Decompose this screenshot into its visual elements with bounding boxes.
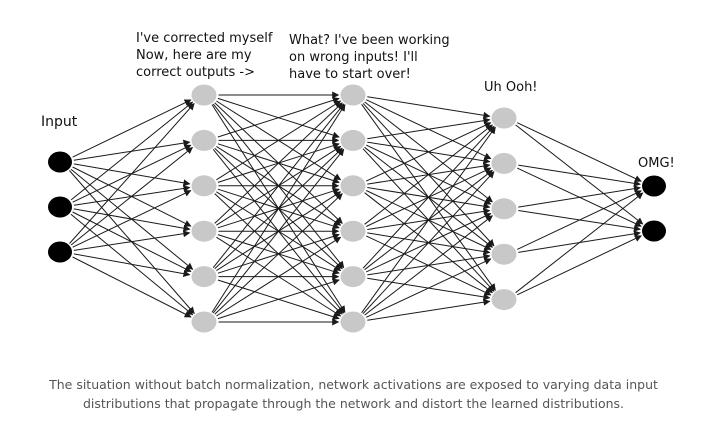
- figure-caption: The situation without batch normalizatio…: [20, 375, 687, 413]
- connection-arrow: [367, 117, 491, 140]
- output-node: [642, 175, 666, 197]
- connection-arrow: [212, 148, 345, 314]
- hidden1-node: [191, 266, 217, 288]
- connection-edges: [69, 91, 644, 326]
- hidden3-node: [491, 243, 517, 265]
- hidden3-node: [491, 152, 517, 174]
- connection-arrow: [365, 258, 492, 318]
- connection-arrow: [70, 101, 194, 201]
- connection-arrow: [214, 193, 343, 315]
- hidden2-node: [340, 311, 366, 333]
- connection-arrow: [361, 126, 496, 314]
- output-node: [642, 220, 666, 242]
- hidden2-node: [340, 220, 366, 242]
- connection-arrow: [518, 185, 641, 208]
- input-node: [48, 196, 72, 218]
- layer2-annotation-line: What? I've been working: [289, 33, 450, 48]
- connection-arrow: [362, 171, 495, 315]
- layer2-annotation-line: on wrong inputs! I'll: [289, 50, 418, 65]
- input-node: [48, 151, 72, 173]
- connection-arrow: [214, 102, 343, 224]
- connection-arrow: [212, 103, 345, 269]
- connection-arrow: [72, 190, 192, 248]
- connection-arrow: [367, 298, 491, 321]
- connection-arrow: [211, 104, 346, 313]
- connection-arrow: [216, 100, 342, 181]
- layer2-annotation: What? I've been working on wrong inputs!…: [289, 32, 450, 83]
- connection-arrow: [69, 102, 195, 244]
- connection-arrow: [515, 192, 644, 294]
- connection-arrow: [364, 215, 493, 316]
- layer1-annotation-line: Now, here are my: [136, 48, 252, 63]
- input-node: [48, 241, 72, 263]
- hidden2-node: [340, 175, 366, 197]
- layer2-annotation-line: have to start over!: [289, 67, 411, 82]
- hidden1-node: [191, 311, 217, 333]
- layer3-annotation: Uh Ooh!: [484, 80, 538, 95]
- hidden1-node: [191, 129, 217, 151]
- connection-arrow: [516, 190, 642, 250]
- hidden3-node: [491, 107, 517, 129]
- connection-arrow: [73, 230, 191, 251]
- connection-arrow: [72, 256, 192, 318]
- connection-arrow: [216, 236, 342, 317]
- connection-arrow: [362, 125, 495, 269]
- connection-arrow: [516, 235, 642, 296]
- connection-arrow: [217, 96, 340, 138]
- network-nodes: [48, 84, 666, 333]
- hidden2-node: [340, 129, 366, 151]
- connection-arrow: [217, 278, 340, 320]
- layer1-annotation-line: correct outputs ->: [136, 65, 256, 80]
- caption-line: distributions that propagate through the…: [82, 396, 625, 411]
- layer1-annotation-line: I've corrected myself: [136, 31, 273, 46]
- connection-arrow: [518, 164, 641, 187]
- connection-arrow: [367, 96, 491, 119]
- hidden2-node: [340, 266, 366, 288]
- hidden1-node: [191, 220, 217, 242]
- connection-arrow: [73, 253, 191, 278]
- hidden3-node: [491, 289, 517, 311]
- input-label: Input: [41, 114, 78, 130]
- hidden1-node: [191, 175, 217, 197]
- connection-arrow: [72, 99, 192, 158]
- output-annotation: OMG!: [638, 156, 675, 171]
- connection-arrow: [516, 122, 642, 182]
- layer1-annotation: I've corrected myself Now, here are my c…: [136, 30, 272, 81]
- hidden3-node: [491, 198, 517, 220]
- caption-line: The situation without batch normalizatio…: [49, 377, 658, 392]
- connection-arrow: [364, 124, 493, 225]
- hidden1-node: [191, 84, 217, 106]
- connection-arrow: [365, 122, 492, 182]
- connection-arrow: [70, 146, 194, 246]
- hidden2-node: [340, 84, 366, 106]
